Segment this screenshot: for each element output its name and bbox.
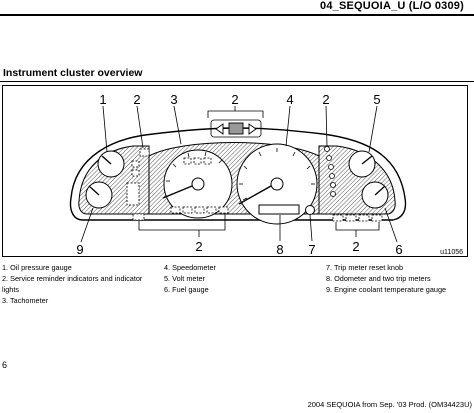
figure-code: u11056 xyxy=(440,249,463,256)
legend-item: 8. Odometer and two trip meters xyxy=(326,274,431,283)
center-indicator-icon xyxy=(228,122,244,135)
callout-number: 8 xyxy=(276,242,283,257)
legend-item: 5. Volt meter xyxy=(164,274,205,283)
legend-item: 7. Trip meter reset knob xyxy=(326,263,404,272)
indicator-light xyxy=(139,148,150,157)
turn-signal-left-icon xyxy=(215,123,224,135)
section-rule xyxy=(0,81,474,82)
callout-number: 2 xyxy=(231,92,238,107)
indicator-dot xyxy=(328,164,334,170)
indicator-light xyxy=(193,157,202,165)
legend-item: 3. Tachometer xyxy=(2,296,49,305)
legend-item: 9. Engine coolant temperature gauge xyxy=(326,285,447,294)
legend-item: 2. Service reminder indicators and indic… xyxy=(2,274,143,294)
instrument-cluster-figure: 1 2 3 2 4 2 5 9 2 8 7 2 6 u11056 xyxy=(2,85,468,257)
indicator-light xyxy=(131,160,140,168)
legend-item: 4. Speedometer xyxy=(164,263,216,272)
bottom-indicator-light xyxy=(371,214,383,222)
callout-number: 2 xyxy=(352,239,359,254)
bottom-indicator-light xyxy=(132,213,145,221)
legend-item: 6. Fuel gauge xyxy=(164,285,209,294)
document-header: 04_SEQUOIA_U (L/O 0309) xyxy=(320,0,464,12)
callout-number: 3 xyxy=(170,92,177,107)
bottom-indicator-light xyxy=(218,206,229,214)
bottom-indicator-light xyxy=(182,206,193,214)
indicator-dot xyxy=(329,173,335,179)
indicator-light xyxy=(203,157,212,165)
trip-reset-knob xyxy=(305,205,315,215)
indicator-dot xyxy=(330,182,336,188)
bottom-indicator-light xyxy=(194,206,205,214)
callout-number: 6 xyxy=(395,242,402,257)
legend-item: 1. Oil pressure gauge xyxy=(2,263,72,272)
indicator-light xyxy=(131,169,140,177)
bottom-indicator-light xyxy=(345,214,357,222)
indicator-dot xyxy=(326,155,332,161)
indicator-dot xyxy=(324,146,330,152)
callout-number: 9 xyxy=(76,242,83,257)
callout-number: 5 xyxy=(373,92,380,107)
bottom-indicator-light xyxy=(358,214,370,222)
page-number: 6 xyxy=(2,360,8,370)
bottom-indicator-light xyxy=(206,206,217,214)
callout-number: 7 xyxy=(308,242,315,257)
bottom-indicator-light xyxy=(170,206,181,214)
callout-number: 4 xyxy=(286,92,293,107)
callout-number: 2 xyxy=(322,92,329,107)
callout-number: 2 xyxy=(195,239,202,254)
header-rule xyxy=(0,14,474,16)
indicator-light xyxy=(183,157,192,165)
indicator-light xyxy=(126,182,140,206)
indicator-dot xyxy=(330,191,336,197)
callout-number: 1 xyxy=(99,92,106,107)
odometer-display xyxy=(258,204,300,215)
instrument-cluster-illustration: 1 2 3 2 4 2 5 9 2 8 7 2 6 u11056 xyxy=(69,92,463,257)
turn-signal-right-icon xyxy=(248,123,257,135)
callout-number: 2 xyxy=(133,92,140,107)
footer-text: 2004 SEQUOIA from Sep. '03 Prod. (OM3442… xyxy=(307,400,472,409)
bottom-indicator-light xyxy=(332,214,344,222)
section-title: Instrument cluster overview xyxy=(3,67,143,79)
